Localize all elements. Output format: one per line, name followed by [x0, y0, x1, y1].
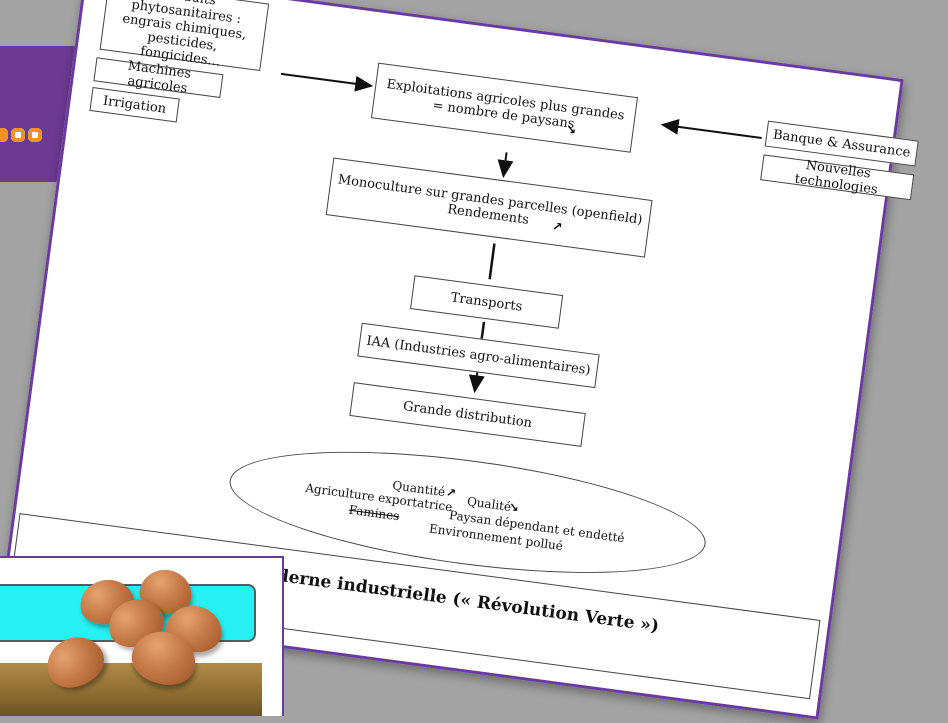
diagram-sheet: Produits phytosanitaires : engrais chimi…	[0, 0, 919, 720]
arrow-up-icon: ↗	[551, 219, 564, 235]
line-monoculture-transports	[488, 243, 496, 280]
connector-lines	[280, 72, 762, 394]
dot-icon	[0, 128, 8, 142]
hay-background	[0, 663, 262, 716]
arrow-up-icon: ↗	[445, 485, 457, 501]
egg-photo	[0, 556, 284, 716]
arrow-iaa-to-distribution	[468, 371, 485, 394]
line-transports-iaa	[480, 321, 486, 339]
decorative-dots	[0, 128, 42, 148]
arrow-down-icon: ↘	[507, 499, 520, 516]
arrow-right-to-center	[660, 118, 762, 139]
dot-icon	[11, 128, 25, 142]
arrow-left-to-center	[280, 72, 374, 92]
arrow-center-to-monoculture	[497, 152, 514, 179]
arrow-down-icon: ↘	[565, 122, 578, 138]
dot-icon	[28, 128, 42, 142]
